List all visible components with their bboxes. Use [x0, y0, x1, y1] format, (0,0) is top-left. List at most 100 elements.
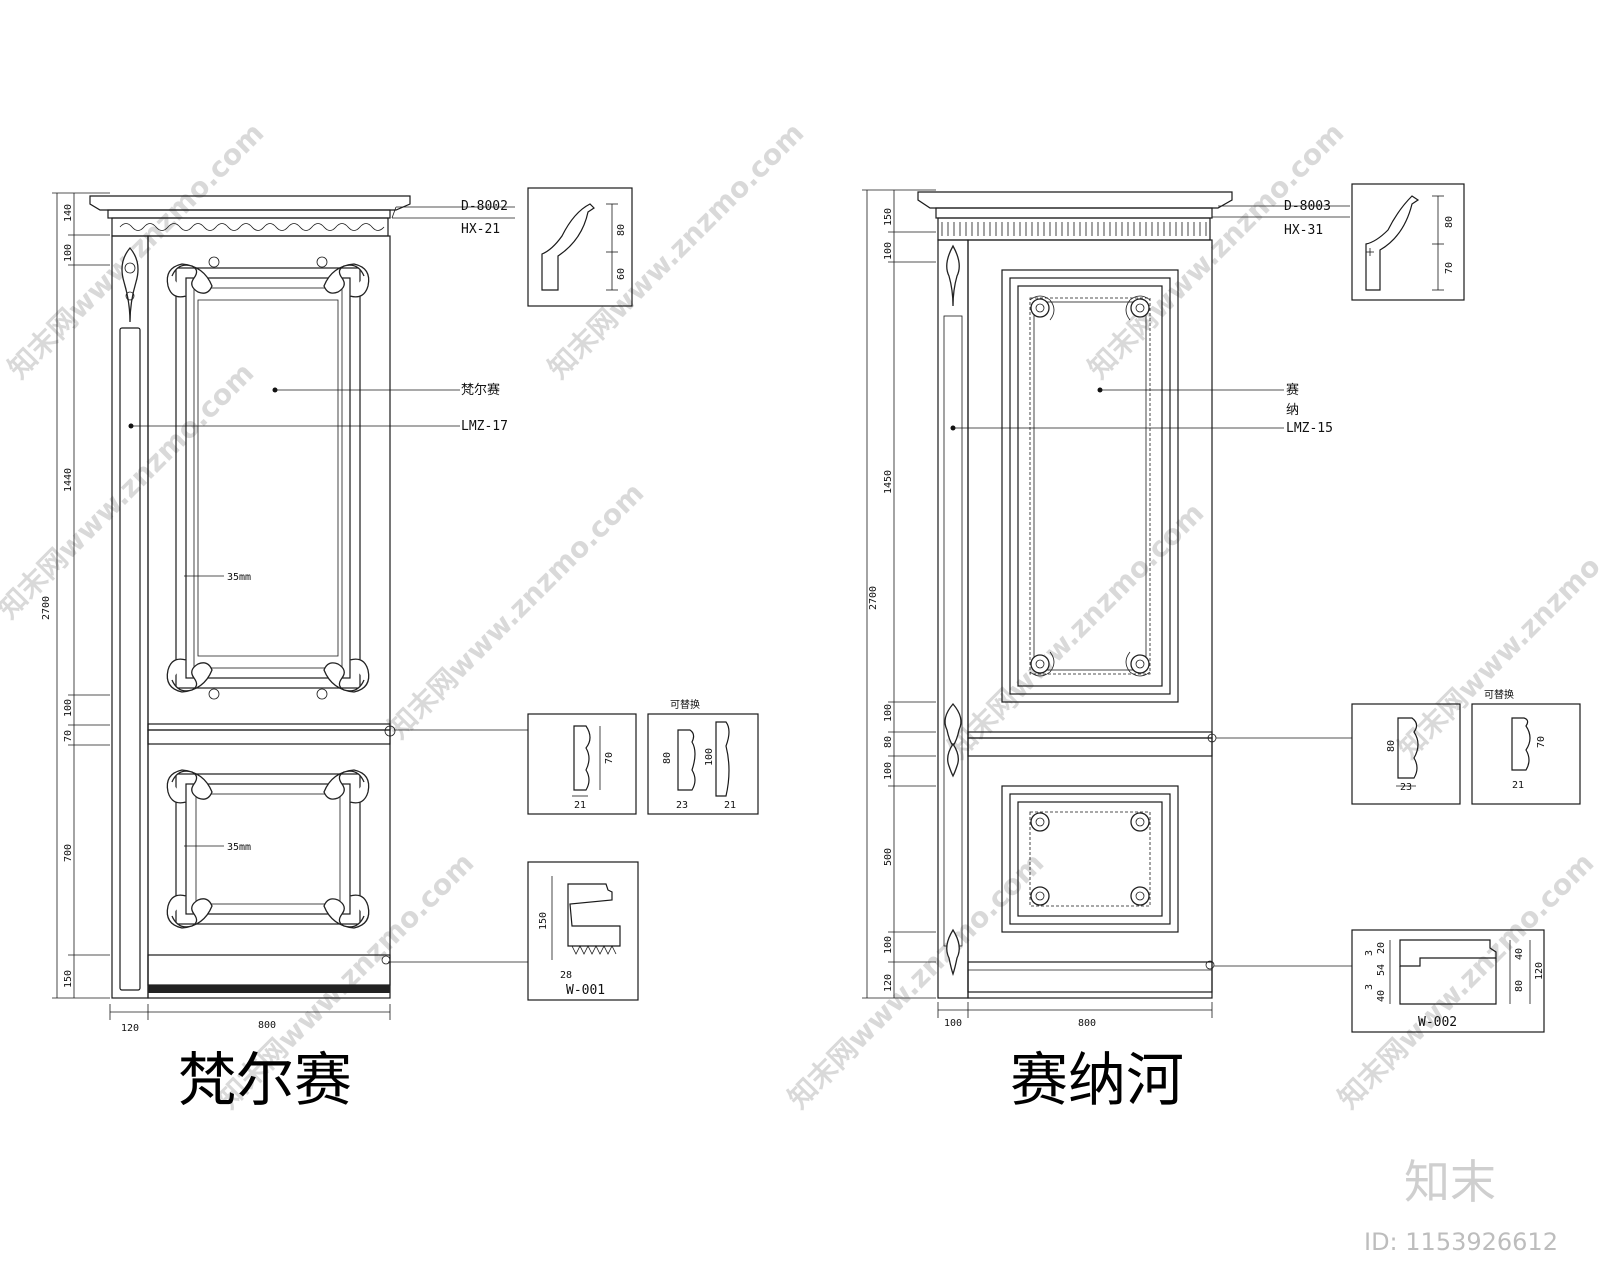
base-dim-b: 3 [1364, 950, 1375, 956]
dim-upper-panel: 1450 [883, 470, 894, 494]
rail-dim-depth: 23 [1400, 782, 1412, 793]
watermark: 知末网www.znzmo.com [1082, 116, 1351, 385]
detail-cornice-profile: 80 60 [527, 187, 633, 307]
callout-panel-material: 梵尔赛 [461, 382, 500, 398]
left-elevation: 2700 140 100 1440 100 70 700 150 [41, 187, 759, 1114]
dim-lower-panel: 500 [883, 848, 894, 866]
ornament-upper-br [316, 658, 370, 700]
base-dim-c: 54 [1376, 964, 1387, 976]
base-dim-h: 120 [1534, 962, 1545, 980]
callout-frieze-code: HX-31 [1284, 223, 1323, 238]
callout-pilaster-code: LMZ-17 [461, 419, 508, 434]
alt-label: 可替换 [670, 698, 700, 711]
detail-base-w001: 150 28 W-001 [527, 861, 639, 1001]
base-dim-f: 40 [1514, 948, 1525, 960]
dim-lower-panel: 700 [63, 844, 74, 862]
ornament-upper-tl [166, 256, 220, 298]
dim-frieze: 100 [883, 242, 894, 260]
rosette-upper-tl [1029, 295, 1055, 321]
ornament-lower-tr [323, 769, 370, 804]
watermark: 知末网www.znzmo.com [542, 116, 811, 385]
profile-dim-upper: 80 [616, 224, 627, 236]
right-elevation: 2700 150 100 1450 100 80 100 500 100 120 [862, 183, 1581, 1114]
ornament-lower-tl [166, 769, 213, 804]
base-dim-e: 40 [1376, 990, 1387, 1002]
detail-alternates: 可替换 80 23 100 21 [647, 698, 759, 815]
dim-rail: 80 [883, 736, 894, 748]
dim-cornice: 150 [883, 208, 894, 226]
rosette-upper-tr [1125, 295, 1151, 321]
detail-chair-rail: 80 23 [1351, 703, 1461, 805]
ornament-upper-tr [316, 256, 370, 298]
dim-rail: 70 [63, 730, 74, 742]
dim-upper-panel: 1440 [63, 468, 74, 492]
dim-rail-top: 100 [63, 699, 74, 717]
ornament-upper-bl [166, 658, 220, 700]
alt-dim-b: 23 [676, 800, 688, 811]
alt-dim-a: 80 [662, 752, 673, 764]
note-lower-panel: 35mm [227, 842, 251, 853]
dim-lower-gap: 100 [883, 936, 894, 954]
right-title: 赛纳河 [1010, 1046, 1184, 1114]
detail-base-w002: 20 3 54 3 40 40 80 120 W-002 [1351, 929, 1545, 1033]
dim-rail-top: 100 [883, 704, 894, 722]
note-upper-panel: 35mm [227, 572, 251, 583]
detail-chair-rail: 70 21 [527, 713, 637, 815]
callout-cornice-code: D-8003 [1284, 199, 1331, 214]
base-dim-height: 150 [538, 912, 549, 930]
watermark-layer: 知末网www.znzmo.com 知末网www.znzmo.com 知末网www… [0, 116, 1600, 1115]
base-code: W-002 [1418, 1015, 1457, 1030]
total-height-dim: 2700 [41, 596, 52, 620]
alt-dim-a: 70 [1536, 736, 1547, 748]
base-dim-depth: 28 [560, 970, 572, 981]
callout-pilaster-code: LMZ-15 [1286, 421, 1333, 436]
base-code: W-001 [566, 983, 605, 998]
watermark: 知末网www.znzmo.com [382, 476, 651, 745]
callout-frieze-code: HX-21 [461, 222, 500, 237]
width-body: 800 [1078, 1018, 1096, 1029]
dim-frieze: 100 [63, 244, 74, 262]
total-height-dim: 2700 [868, 586, 879, 610]
ornament-lower-bl [166, 894, 213, 929]
detail-alternates: 可替换 70 21 [1471, 688, 1581, 805]
callout-panel-material-1: 赛 [1286, 382, 1299, 398]
watermark: 知末网www.znzmo.com [0, 356, 260, 625]
id-label: ID: 1153926612 [1364, 1228, 1558, 1256]
base-dim-g: 80 [1514, 980, 1525, 992]
rail-dim-height: 70 [604, 752, 615, 764]
dim-rail-bottom: 100 [883, 762, 894, 780]
profile-dim-lower: 70 [1444, 262, 1455, 274]
callout-panel-material-2: 纳 [1286, 403, 1299, 418]
watermark: 知末网www.znzmo.com [1392, 496, 1600, 765]
alt-dim-d: 21 [724, 800, 736, 811]
dim-cornice: 140 [63, 204, 74, 222]
rail-dim-depth: 21 [574, 800, 586, 811]
profile-dim-upper: 80 [1444, 216, 1455, 228]
base-dim-d: 3 [1364, 984, 1375, 990]
rosette-lower-tl [1030, 812, 1050, 832]
width-pilaster: 100 [944, 1018, 962, 1029]
base-dim-a: 20 [1376, 942, 1387, 954]
left-title: 梵尔赛 [178, 1046, 352, 1114]
width-pilaster: 120 [121, 1023, 139, 1034]
rosette-lower-tr [1130, 812, 1150, 832]
rosette-lower-br [1130, 886, 1150, 906]
alt-dim-c: 100 [704, 748, 715, 766]
profile-dim-lower: 60 [616, 268, 627, 280]
callout-cornice-code: D-8002 [461, 199, 508, 214]
rosette-upper-bl [1029, 651, 1055, 677]
rosette-lower-bl [1030, 886, 1050, 906]
detail-cornice-profile: 80 70 [1351, 183, 1465, 301]
alt-dim-b: 21 [1512, 780, 1524, 791]
watermark: 知末网www.znzmo.com [2, 116, 271, 385]
alt-label: 可替换 [1484, 688, 1514, 701]
watermark: 知末网www.znzmo.com [1332, 846, 1600, 1115]
rosette-upper-br [1125, 651, 1151, 677]
width-body: 800 [258, 1020, 276, 1031]
brand-logo: 知末 [1404, 1155, 1496, 1209]
ornament-lower-br [323, 894, 370, 929]
dim-base: 120 [883, 974, 894, 992]
rail-dim-height: 80 [1386, 740, 1397, 752]
dim-base: 150 [63, 970, 74, 988]
